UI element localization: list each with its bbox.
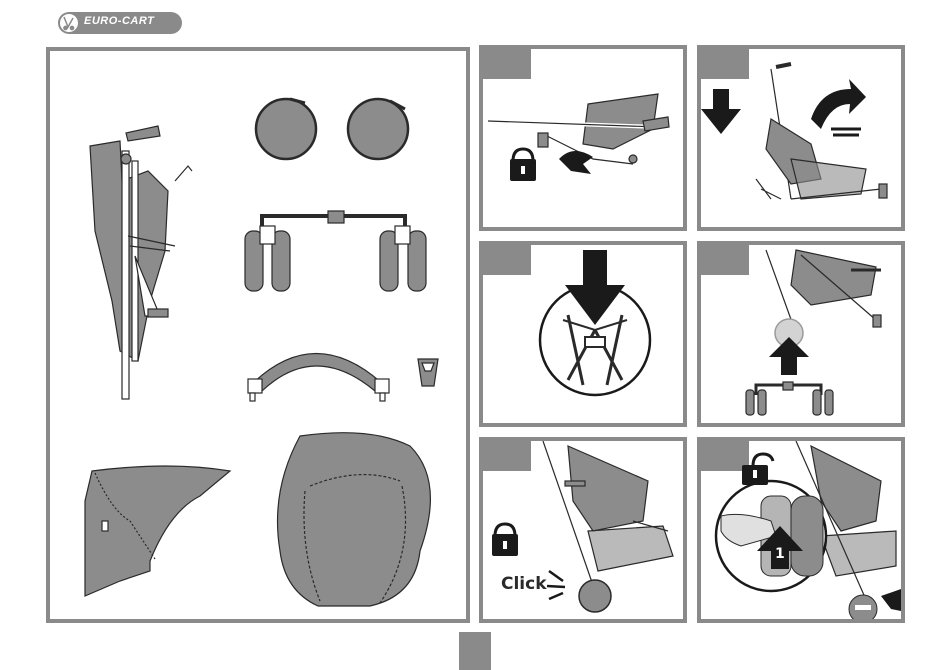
- step-5-panel: Click: [479, 437, 687, 623]
- click-label: Click: [501, 574, 547, 594]
- down-arrow-icon: [701, 89, 741, 134]
- click-lines: [547, 571, 565, 599]
- up-arrow-icon: [769, 337, 809, 375]
- bumper-bar: [248, 354, 389, 402]
- lock-icon: [492, 524, 518, 556]
- seat-liner: [278, 433, 431, 606]
- parts-panel: [46, 47, 470, 623]
- page-tab: [459, 632, 491, 670]
- step-3-panel: [479, 241, 687, 427]
- release-button-icon: [849, 589, 901, 619]
- front-wheel-assembly: [746, 382, 833, 415]
- stroller-side-illustration: [543, 441, 673, 591]
- folded-frame: [90, 126, 192, 399]
- wheel-icon: [579, 580, 611, 612]
- stroller-unfold-illustration: [756, 64, 887, 199]
- lock-icon: [510, 149, 536, 181]
- brand-logo: EURO-CART: [58, 12, 182, 34]
- front-wheel-assembly: [245, 211, 426, 291]
- cup-holder: [418, 359, 438, 386]
- wheel-left: [256, 99, 316, 159]
- stroller-leg-illustration: [766, 250, 881, 327]
- step-4-panel: [697, 241, 905, 427]
- step-2-panel: [697, 45, 905, 231]
- brand-name: EURO-CART: [84, 15, 154, 27]
- wheel-right: [348, 99, 408, 159]
- unfold-arrow-icon: [811, 79, 866, 135]
- canopy: [85, 466, 230, 596]
- step-number: 1: [775, 546, 785, 562]
- unlock-handle: [559, 151, 593, 174]
- step-1-panel: [479, 45, 687, 231]
- step-6-panel: 1: [697, 437, 905, 623]
